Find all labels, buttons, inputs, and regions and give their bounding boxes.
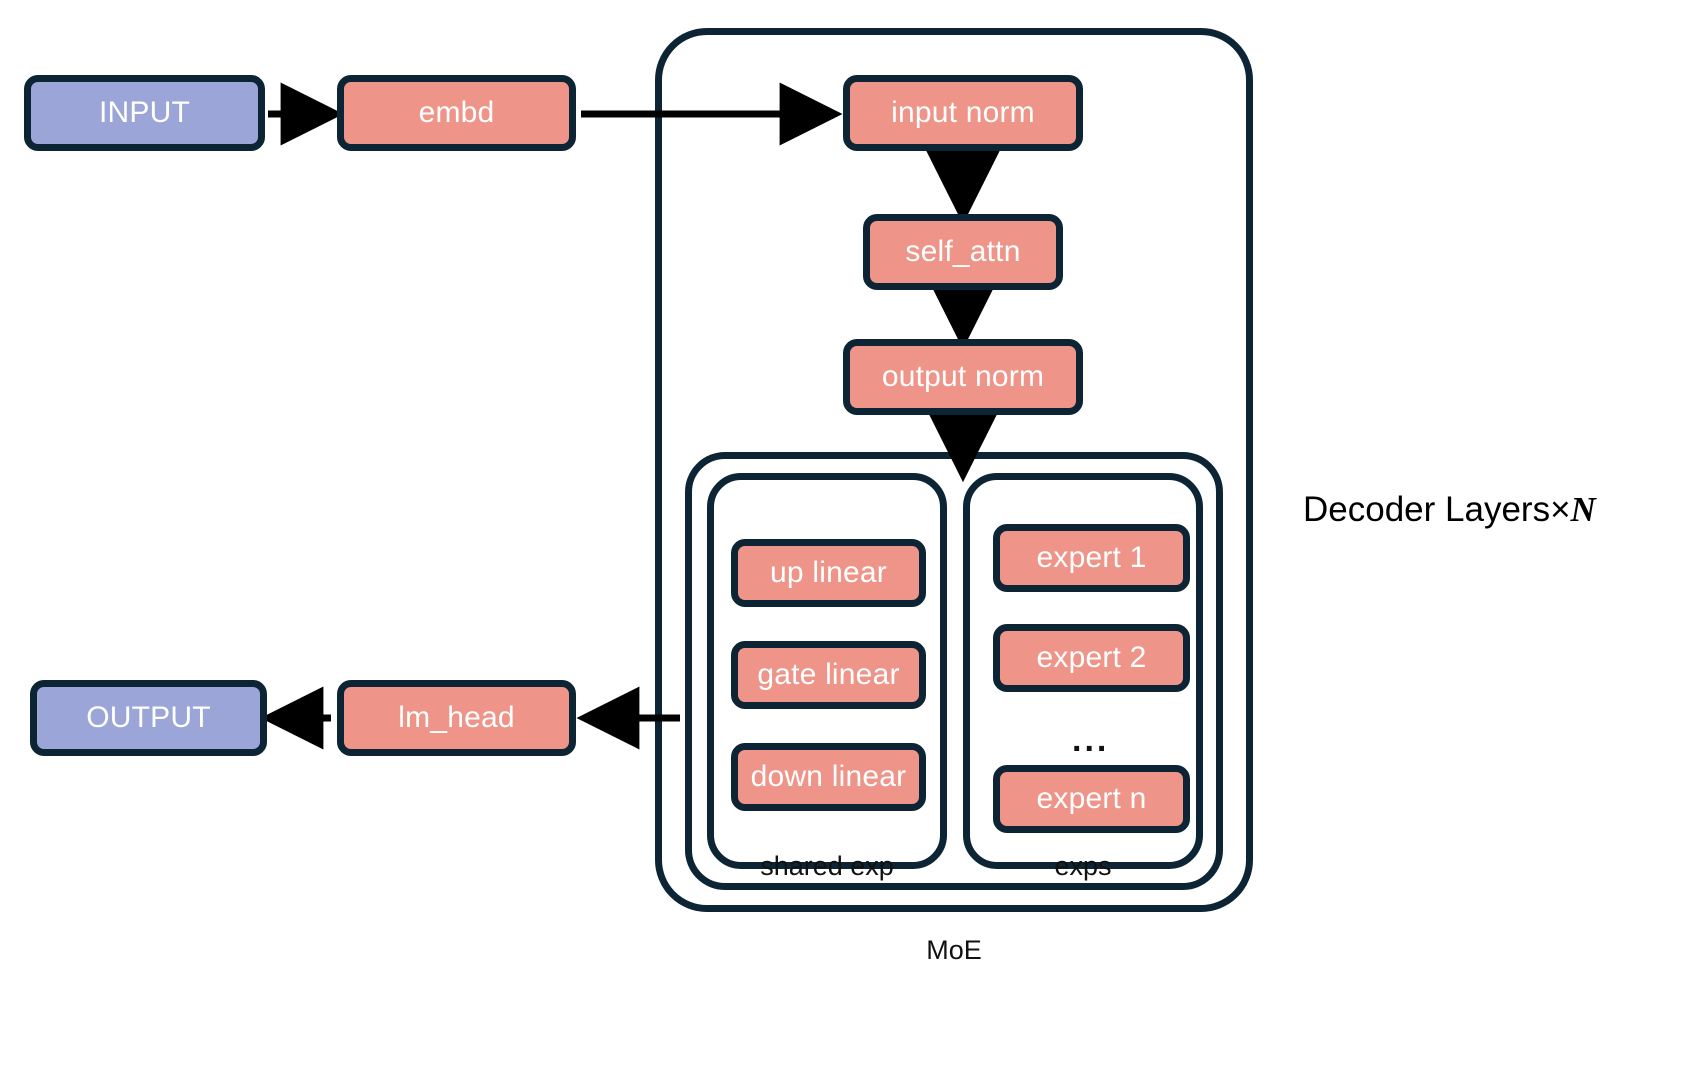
expert-1-node[interactable]: expert 1: [993, 524, 1190, 592]
input-node[interactable]: INPUT: [24, 75, 265, 151]
output-node[interactable]: OUTPUT: [30, 680, 267, 756]
lm-head-node[interactable]: lm_head: [337, 680, 576, 756]
moe-label: MoE: [926, 935, 982, 965]
expert-n-node[interactable]: expert n: [993, 765, 1190, 833]
decoder-layers-count-variable: N: [1570, 490, 1596, 529]
decoder-layers-caption-text: Decoder Layers×: [1303, 490, 1571, 529]
experts-ellipsis: ...: [1072, 721, 1110, 759]
up-linear-node[interactable]: up linear: [731, 539, 926, 607]
self-attn-node[interactable]: self_attn: [863, 214, 1063, 290]
decoder-layers-caption: Decoder Layers×N: [1303, 492, 1596, 527]
experts-label: exps: [1054, 851, 1112, 881]
experts-container: [963, 473, 1203, 869]
down-linear-node[interactable]: down linear: [731, 743, 926, 811]
shared-expert-label: shared exp: [760, 851, 894, 881]
shared-expert-container: [707, 473, 947, 869]
embd-node[interactable]: embd: [337, 75, 576, 151]
gate-linear-node[interactable]: gate linear: [731, 641, 926, 709]
output-norm-node[interactable]: output norm: [843, 339, 1083, 415]
input-norm-node[interactable]: input norm: [843, 75, 1083, 151]
decoder-layers-container: [655, 28, 1253, 912]
expert-2-node[interactable]: expert 2: [993, 624, 1190, 692]
